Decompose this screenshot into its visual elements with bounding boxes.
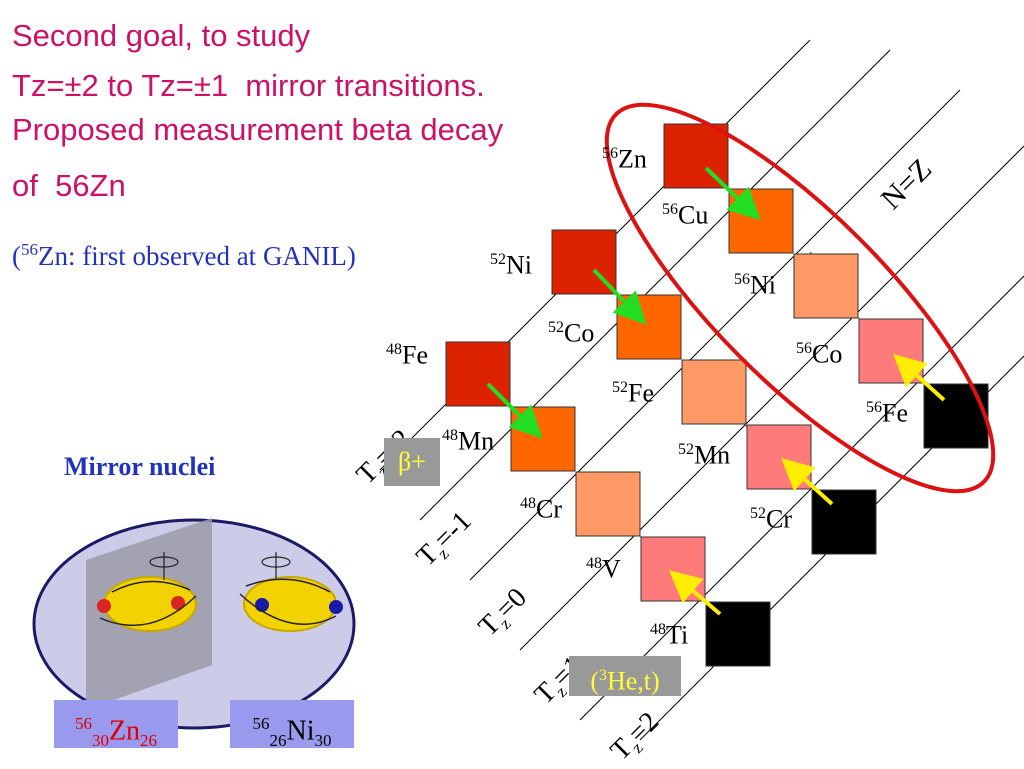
title-line-1: Second goal, to study bbox=[12, 18, 311, 53]
note-mass: 56 bbox=[21, 240, 38, 259]
nuclide-symbol: Mn bbox=[694, 440, 731, 470]
nuclide-symbol: Cr bbox=[536, 494, 562, 524]
nuclide-label-52co: 52Co bbox=[548, 320, 594, 347]
nuclide-mass: 52 bbox=[750, 505, 766, 522]
ni-n: 30 bbox=[314, 730, 332, 750]
nuclide-symbol: Fe bbox=[882, 398, 908, 428]
ni-z: 26 bbox=[269, 730, 287, 750]
nz-ellipse bbox=[604, 102, 996, 494]
ni-symbol: Ni bbox=[286, 715, 315, 747]
nuclide-label-52ni: 52Ni bbox=[490, 252, 532, 279]
beta-decay-arrow-1 bbox=[592, 268, 647, 325]
nuclide-symbol: V bbox=[602, 554, 621, 584]
tz-line-2 bbox=[469, 89, 961, 581]
ganil-note: (56Zn: first observed at GANIL) bbox=[12, 240, 356, 271]
nuclide-square-48cr bbox=[575, 471, 641, 537]
nuclide-mass: 52 bbox=[612, 379, 628, 396]
nuclide-symbol: Cr bbox=[766, 504, 792, 534]
nuclide-symbol: Co bbox=[564, 318, 595, 348]
zn56-box: 5630Zn26 bbox=[54, 700, 178, 750]
charge-exchange-arrow-0 bbox=[893, 353, 946, 402]
nuclide-square-56fe bbox=[923, 383, 989, 449]
nuclide-label-48cr: 48Cr bbox=[520, 496, 562, 523]
nuclide-label-48fe: 48Fe bbox=[386, 342, 428, 369]
nuclide-label-48mn: 48Mn bbox=[442, 428, 494, 455]
zn-n: 26 bbox=[140, 730, 158, 750]
ni-mass: 56 bbox=[252, 714, 270, 733]
nuclide-mass: 48 bbox=[442, 427, 458, 444]
nuclide-label-48v: 48V bbox=[586, 556, 621, 583]
nuclide-symbol: Fe bbox=[402, 340, 428, 370]
nuclide-square-56co bbox=[858, 318, 924, 384]
nuclide-square-52fe bbox=[681, 359, 747, 425]
nuclide-square-52cr bbox=[811, 489, 877, 555]
tz-line-3 bbox=[519, 145, 1024, 651]
title-line-4: of 56Zn bbox=[12, 168, 126, 203]
nuclide-mass: 56 bbox=[866, 399, 882, 416]
nuclide-mass: 52 bbox=[490, 251, 506, 268]
nuclide-label-48ti: 48Ti bbox=[650, 622, 688, 649]
nuclide-mass: 52 bbox=[548, 319, 564, 336]
charge-exchange-arrow-1 bbox=[781, 457, 834, 506]
nuclide-mass: 52 bbox=[678, 441, 694, 458]
nuclide-mass: 48 bbox=[586, 555, 602, 572]
nuclide-square-48mn bbox=[510, 406, 576, 472]
he-mass: 3 bbox=[598, 667, 607, 684]
mirror-nuclei-title: Mirror nuclei bbox=[64, 452, 216, 481]
nuclide-symbol: Ni bbox=[750, 270, 776, 300]
nuclide-label-52fe: 52Fe bbox=[612, 380, 654, 407]
he3-t-badge: (3He,t) bbox=[569, 656, 681, 696]
nuclide-label-56fe: 56Fe bbox=[866, 400, 908, 427]
nuclide-symbol: Fe bbox=[628, 378, 654, 408]
nuclide-label-56zn: 56Zn bbox=[602, 146, 647, 173]
beta-decay-arrow-2 bbox=[486, 382, 543, 439]
title-line-3: Proposed measurement beta decay bbox=[12, 112, 504, 147]
nuclide-square-56ni bbox=[793, 253, 859, 319]
ni56-box: 5626Ni30 bbox=[230, 700, 354, 750]
nuclide-symbol: Co bbox=[812, 339, 843, 369]
title-line-2: Tz=±2 to Tz=±1 mirror transitions. bbox=[12, 68, 485, 103]
nuclide-symbol: Cu bbox=[678, 200, 709, 230]
nuclide-mass: 48 bbox=[650, 621, 666, 638]
nuclide-symbol: Ni bbox=[506, 250, 532, 280]
nuclide-mass: 48 bbox=[386, 341, 402, 358]
nuclide-mass: 56 bbox=[734, 271, 750, 288]
nuclide-symbol: Zn bbox=[618, 144, 647, 174]
beta-decay-arrow-0 bbox=[704, 166, 761, 221]
nuclide-label-52mn: 52Mn bbox=[678, 442, 730, 469]
nuclide-label-52cr: 52Cr bbox=[750, 506, 792, 533]
decay-arrows bbox=[486, 166, 946, 616]
nuclide-label-56co: 56Co bbox=[796, 341, 842, 368]
tz-line-1 bbox=[419, 49, 891, 521]
nuclide-square-52mn bbox=[746, 424, 812, 490]
nuclide-label-56ni: 56Ni bbox=[734, 272, 776, 299]
zn-z: 30 bbox=[91, 730, 109, 750]
nuclide-mass: 56 bbox=[796, 340, 812, 357]
nuclide-mass: 48 bbox=[520, 495, 536, 512]
nuclide-mass: 56 bbox=[602, 145, 618, 162]
mirror-nuclei-illustration bbox=[32, 518, 356, 730]
charge-exchange-arrow-2 bbox=[668, 570, 722, 616]
note-text: Zn: first observed at GANIL) bbox=[38, 241, 356, 271]
nuclide-symbol: Mn bbox=[458, 426, 495, 456]
nuclide-mass: 56 bbox=[662, 201, 678, 218]
zn-symbol: Zn bbox=[108, 715, 141, 747]
beta-plus-badge: β+ bbox=[384, 438, 440, 486]
nuclide-symbol: Ti bbox=[666, 620, 689, 650]
zn-mass: 56 bbox=[74, 714, 92, 733]
he-text: He,t) bbox=[606, 666, 660, 696]
nuclide-label-56cu: 56Cu bbox=[662, 202, 708, 229]
